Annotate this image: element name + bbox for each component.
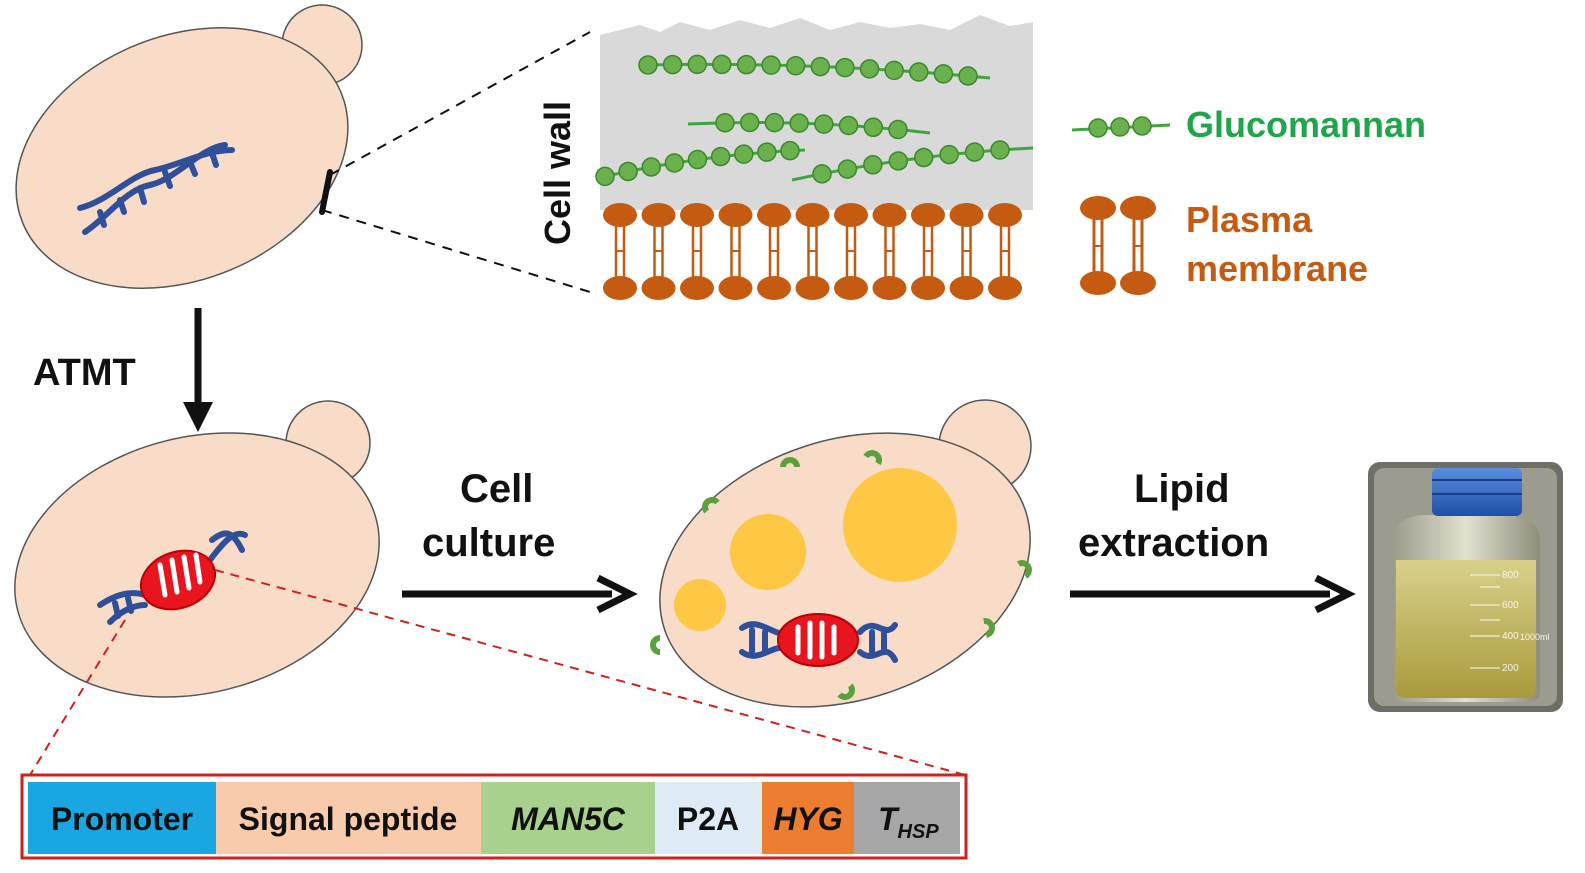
- expand-line-left: [29, 619, 126, 776]
- yeast-cell-lipid: [650, 399, 1032, 708]
- bottle-mark-1000: 1000ml: [1520, 632, 1550, 642]
- cassette-segment-p2a: [655, 782, 762, 854]
- membrane-lipid: [795, 203, 830, 300]
- lipid-droplet: [843, 468, 957, 582]
- enzyme-icon: [983, 618, 995, 638]
- cell-wall-inset: [595, 15, 1034, 300]
- enzyme-icon: [837, 683, 855, 700]
- plasma-label-line2: membrane: [1186, 248, 1368, 289]
- legend-membrane-icon: [1080, 196, 1156, 295]
- cell-culture-arrow: [402, 574, 638, 614]
- glucomannan-chain: [595, 140, 806, 187]
- glucomannan-chains: [595, 54, 1034, 187]
- membrane-lipid: [603, 203, 637, 300]
- dna-helix-icon: [97, 530, 248, 625]
- cassette-segment-terminator: [854, 782, 960, 854]
- enzyme-icon: [780, 457, 800, 467]
- glucomannan-chain: [687, 112, 931, 140]
- membrane-lipid: [641, 203, 676, 300]
- atmt-label: ATMT: [33, 352, 136, 394]
- yeast-cell-transformed: [14, 400, 380, 698]
- cassette-label-promoter: Promoter: [51, 801, 193, 837]
- cell-wall-label: Cell wall: [537, 101, 578, 245]
- plasma-label-line1: Plasma: [1186, 199, 1313, 240]
- surface-enzymes: [650, 450, 1032, 700]
- enzyme-icon: [863, 450, 882, 465]
- lipid-extraction-arrow: [1070, 574, 1356, 614]
- glucomannan-label: Glucomannan: [1186, 104, 1426, 145]
- cassette-label-p2a: P2A: [677, 801, 739, 837]
- bottle-mark-400: 400: [1502, 631, 1519, 642]
- atmt-arrow: [183, 308, 213, 432]
- membrane-lipid: [949, 203, 984, 300]
- cassette-segment-signal-peptide: [216, 782, 481, 854]
- lipid-label-line2: extraction: [1078, 521, 1269, 565]
- cassette-label-hyg: HYG: [773, 801, 842, 837]
- cell-culture-label-line1: Cell: [460, 467, 533, 511]
- cassette-label-signal-peptide: Signal peptide: [239, 801, 458, 837]
- cassette-segment-man5c: [481, 782, 655, 854]
- terminator-subscript: HSP: [898, 821, 940, 843]
- gene-cassette: Promoter Signal peptide MAN5C P2A HYG TH…: [20, 773, 968, 860]
- bottle-cap-icon: [1432, 468, 1522, 516]
- zoom-line-top: [329, 31, 591, 176]
- gene-insert-icon: [140, 549, 216, 611]
- membrane-lipid: [911, 203, 945, 300]
- enzyme-icon: [702, 497, 720, 514]
- membrane-lipid: [718, 203, 753, 300]
- lipid-droplet: [674, 579, 726, 631]
- enzyme-icon: [650, 635, 660, 655]
- enzyme-icon: [1017, 560, 1032, 579]
- membrane-lipid: [872, 203, 907, 300]
- membrane-lipid: [988, 203, 1022, 300]
- dna-helix-icon: [77, 142, 235, 235]
- bottle-mark-200: 200: [1502, 663, 1519, 674]
- yeast-cell-original: [15, 4, 363, 289]
- membrane-lipid: [680, 203, 714, 300]
- cassette-label-man5c: MAN5C: [511, 801, 626, 837]
- cassette-segment-hyg: [762, 782, 854, 854]
- membrane-lipid: [757, 203, 791, 300]
- expand-line-right: [214, 569, 966, 776]
- gene-insert-icon: [777, 613, 859, 667]
- cassette-label-terminator: THSP: [878, 801, 939, 843]
- cassette-segment-promoter: [28, 782, 216, 854]
- cell-culture-label-line2: culture: [422, 521, 555, 565]
- legend-glucomannan-icon: [1071, 116, 1171, 138]
- lipid-bottle-photo: 800 600 400 200 1000ml: [1368, 462, 1563, 712]
- bottle-mark-600: 600: [1502, 600, 1519, 611]
- lipid-label-line1: Lipid: [1134, 467, 1230, 511]
- terminator-letter: T: [878, 801, 900, 837]
- glucomannan-chain: [791, 140, 1034, 184]
- lipid-droplet: [730, 514, 806, 590]
- membrane-lipid: [834, 203, 868, 300]
- bottle-mark-800: 800: [1502, 570, 1519, 581]
- plasma-membrane-bilayer: [603, 203, 1022, 300]
- glucomannan-chain: [638, 54, 991, 86]
